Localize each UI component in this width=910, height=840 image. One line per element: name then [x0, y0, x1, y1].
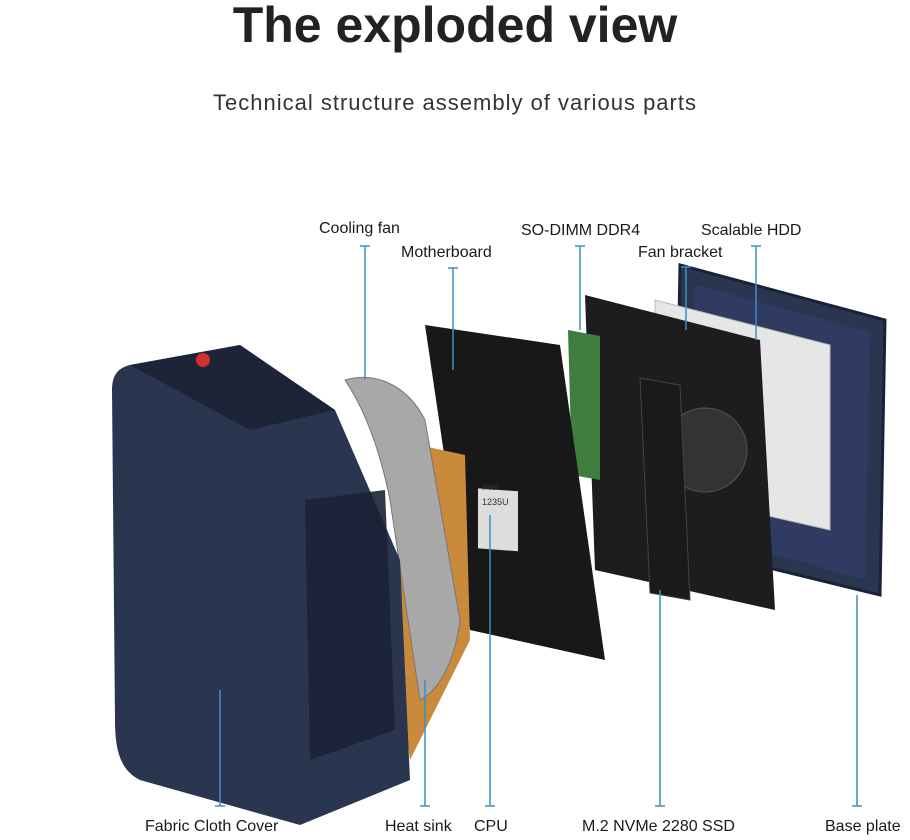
chip-model: 1235U — [482, 497, 509, 507]
cooling-fan-part — [344, 376, 461, 701]
label-motherboard: Motherboard — [401, 244, 492, 261]
label-so-dimm: SO-DIMM DDR4 — [521, 222, 641, 239]
label-scalable-hdd: Scalable HDD — [701, 222, 802, 239]
label-cooling-fan: Cooling fan — [319, 220, 400, 237]
fabric-cloth-cover-part — [112, 345, 410, 825]
label-heat-sink: Heat sink — [385, 818, 452, 835]
motherboard-part: intel 1235U — [425, 325, 605, 660]
page-title: The exploded view — [232, 0, 678, 53]
label-ssd: M.2 NVMe 2280 SSD — [582, 818, 735, 835]
label-fan-bracket: Fan bracket — [638, 244, 723, 261]
ssd-part — [639, 377, 691, 601]
label-cpu: CPU — [474, 818, 508, 835]
label-base-plate: Base plate — [825, 818, 901, 835]
chip-brand: intel — [482, 482, 499, 492]
ram-part — [568, 330, 600, 480]
label-fabric-cloth-cover: Fabric Cloth Cover — [145, 818, 279, 835]
leader-lines — [215, 245, 862, 807]
page-subtitle: Technical structure assembly of various … — [213, 90, 697, 115]
